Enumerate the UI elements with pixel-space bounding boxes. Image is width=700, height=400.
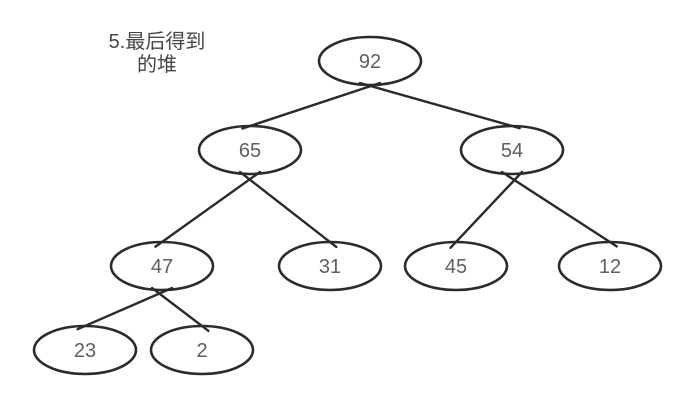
tree-edge-54-45 [449,170,524,250]
tree-node-value-47: 47 [151,256,173,278]
tree-node-value-65: 65 [239,140,261,162]
tree-node-value-12: 12 [599,256,621,278]
figure-caption-line1: 5.最后得到 [108,31,206,53]
figure-caption-line2: 的堆 [137,54,177,76]
tree-edge-65-47 [154,170,262,248]
tree-node-value-54: 54 [501,140,523,162]
tree-node-value-92: 92 [359,51,381,73]
tree-edge-54-12 [500,170,618,248]
tree-node-value-45: 45 [445,256,467,278]
tree-node-value-23: 23 [74,340,96,362]
tree-edge-47-23 [76,286,174,331]
figure-caption: 5.最后得到 的堆 [90,31,224,77]
tree-edge-47-2 [150,286,210,333]
tree-edge-65-31 [238,170,338,249]
tree-edge-92-54 [358,81,521,130]
tree-node-value-31: 31 [319,256,341,278]
tree-node-value-2: 2 [196,340,207,362]
tree-edge-92-65 [241,81,382,130]
